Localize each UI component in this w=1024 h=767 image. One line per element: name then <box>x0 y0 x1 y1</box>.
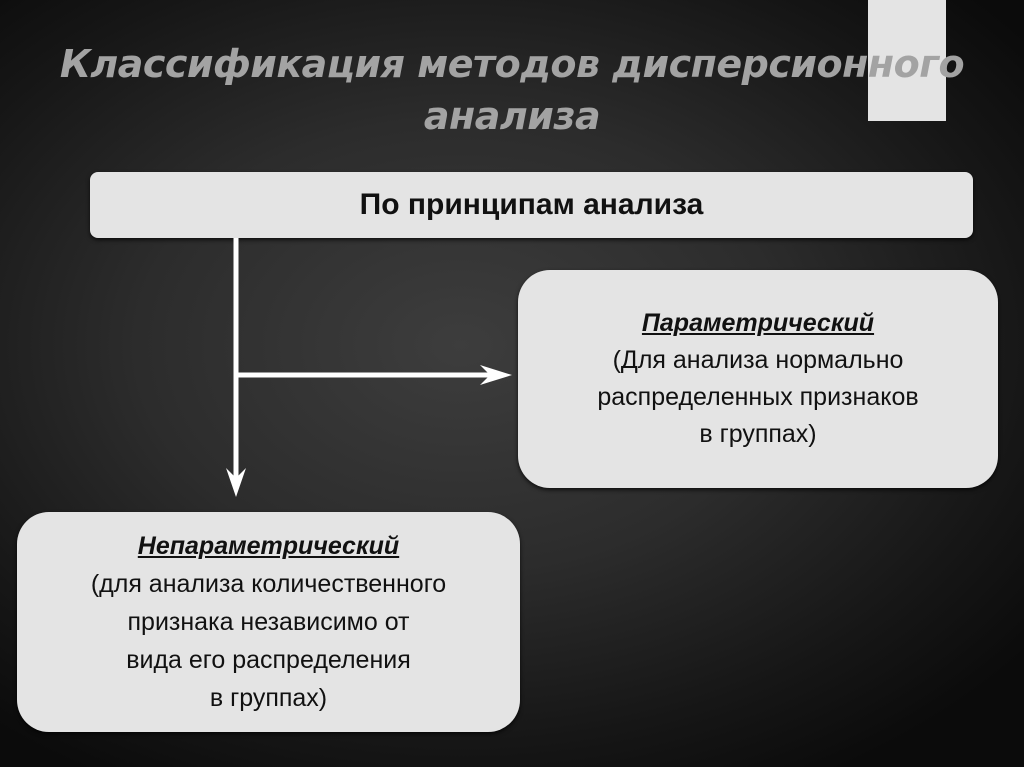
nonparametric-line-1: (для анализа количественного <box>90 570 447 598</box>
parametric-line-2: распределенных признаков <box>597 383 919 411</box>
nonparametric-line-3: вида его распределения <box>126 646 411 674</box>
nonparametric-node-box: Непараметрический (для анализа количеств… <box>17 512 520 732</box>
slide-title: Классификация методов дисперсионного ана… <box>0 38 1024 142</box>
parametric-line-1: (Для анализа нормально <box>612 346 904 374</box>
slide-title-line-1: Классификация методов дисперсионного <box>59 42 965 86</box>
parametric-heading: Параметрический <box>641 309 875 337</box>
arrow-right-icon <box>236 365 512 385</box>
nonparametric-line-4: в группах) <box>209 684 328 712</box>
nonparametric-line-2: признака независимо от <box>127 608 410 636</box>
decorative-accent-bar <box>868 0 946 121</box>
parametric-node-box: Параметрический (Для анализа нормально р… <box>518 270 998 488</box>
nonparametric-heading: Непараметрический <box>137 532 400 560</box>
parametric-line-3: в группах) <box>699 420 817 448</box>
root-node-label: По принципам анализа <box>359 188 704 221</box>
slide-title-line-2: анализа <box>423 94 601 138</box>
arrow-down-icon <box>226 238 246 497</box>
root-node-box: По принципам анализа <box>90 172 973 238</box>
